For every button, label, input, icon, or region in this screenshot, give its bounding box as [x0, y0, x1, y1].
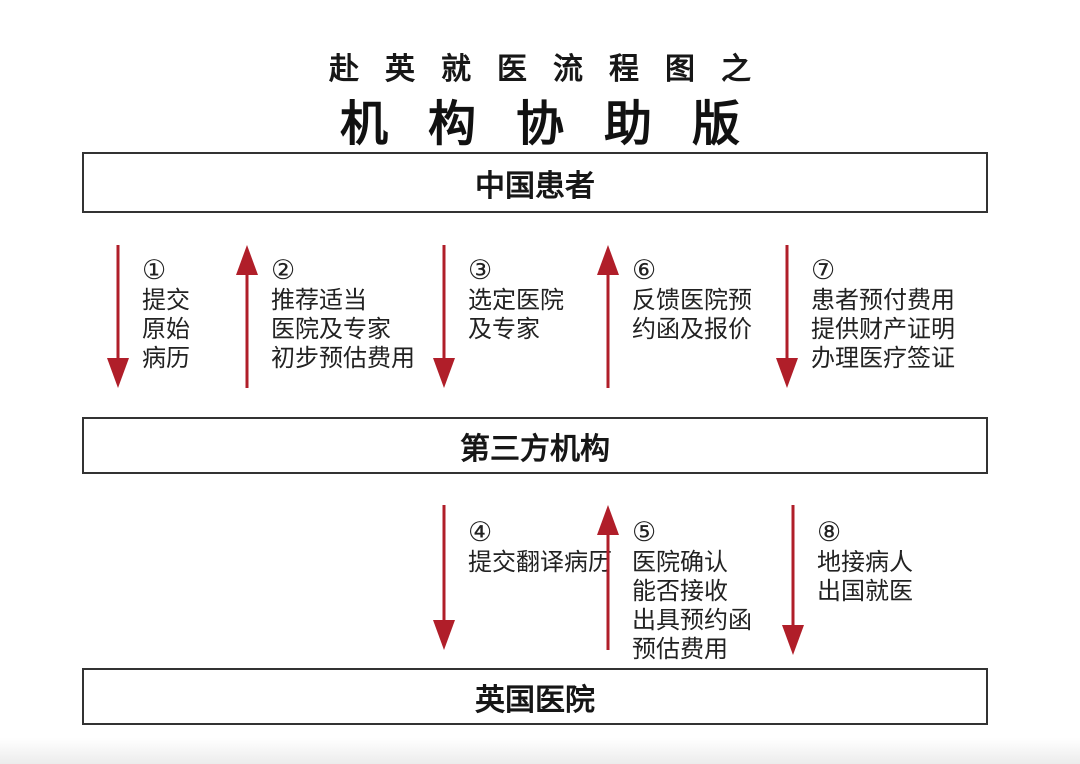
diagram-subtitle: 赴英就医流程图之 [329, 53, 777, 86]
arrow-down-icon [432, 505, 456, 650]
arrow-down-icon [432, 245, 456, 388]
flow-step-7-label: ⑦ 患者预付费用 提供财产证明 办理医疗签证 [811, 255, 955, 372]
node-label: 英国医院 [475, 683, 595, 717]
flow-step-4-label: ④ 提交翻译病历 [468, 517, 612, 576]
node-label: 中国患者 [475, 169, 595, 203]
node-china-patient: 中国患者 [82, 152, 988, 213]
bottom-shadow [0, 738, 1080, 764]
arrow-up-icon [596, 245, 620, 388]
flow-step-8-label: ⑧ 地接病人 出国就医 [817, 517, 913, 605]
flow-step-6-label: ⑥ 反馈医院预 约函及报价 [632, 255, 752, 343]
step-number: ④ [468, 517, 493, 547]
node-label: 第三方机构 [460, 432, 610, 466]
flow-step-2-label: ② 推荐适当 医院及专家 初步预估费用 [271, 255, 415, 372]
step-number: ⑧ [817, 517, 842, 547]
step-number: ⑤ [632, 517, 657, 547]
step-number: ② [271, 255, 296, 285]
step-number: ① [142, 255, 167, 285]
arrow-down-icon [775, 245, 799, 388]
arrow-down-icon [781, 505, 805, 655]
flow-step-3-label: ③ 选定医院 及专家 [468, 255, 564, 343]
node-third-party-agency: 第三方机构 [82, 417, 988, 474]
node-uk-hospital: 英国医院 [82, 668, 988, 725]
arrow-down-icon [106, 245, 130, 388]
step-number: ⑥ [632, 255, 657, 285]
step-number: ③ [468, 255, 493, 285]
arrow-up-icon [235, 245, 259, 388]
flow-step-1-label: ① 提交 原始 病历 [142, 255, 190, 372]
step-number: ⑦ [811, 255, 836, 285]
diagram-title: 机构协助版 [339, 98, 780, 151]
flow-step-5-label: ⑤ 医院确认 能否接收 出具预约函 预估费用 [632, 517, 752, 663]
arrow-up-icon [596, 505, 620, 650]
